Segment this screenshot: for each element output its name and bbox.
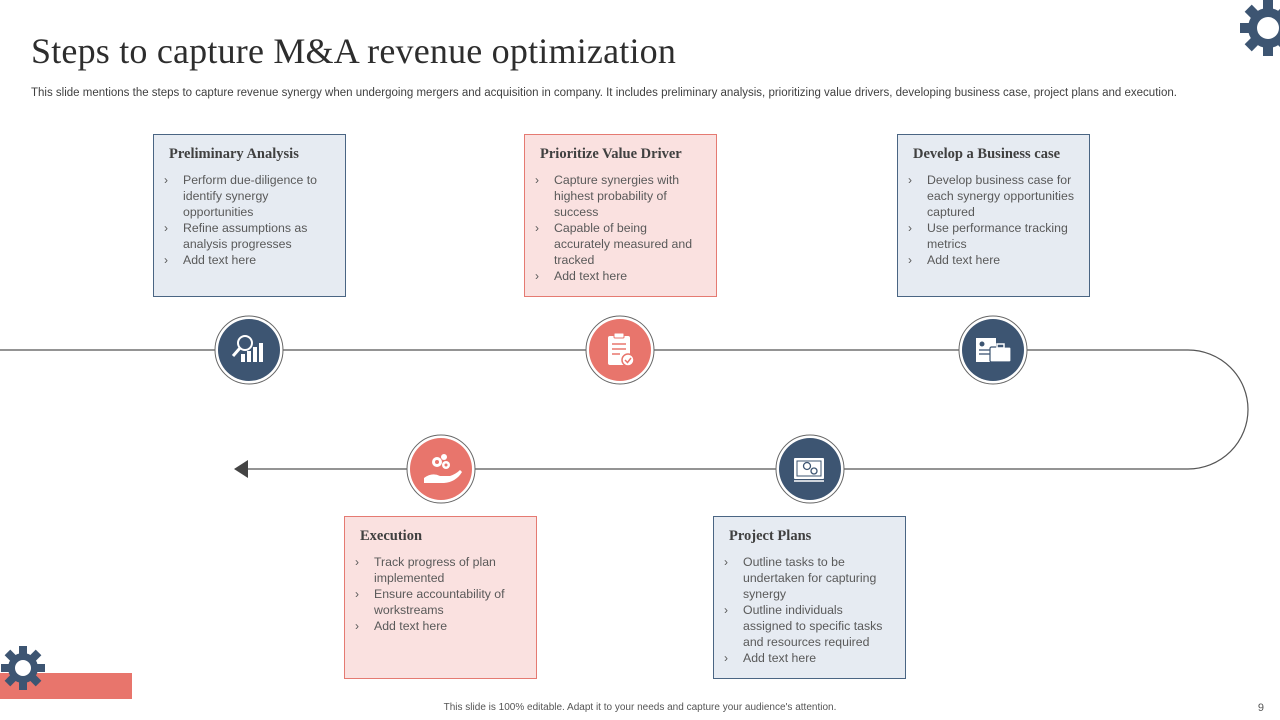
- step-title: Prioritize Value Driver: [540, 146, 682, 162]
- bullet-item: Capable of being accurately measured and…: [535, 220, 706, 268]
- briefcase-document-icon: [976, 338, 1012, 363]
- bullet-item: Develop business case for each synergy o…: [908, 172, 1079, 220]
- step-4-node: [775, 434, 845, 504]
- bullet-item: Use performance tracking metrics: [908, 220, 1079, 252]
- bullet-item: Outline tasks to be undertaken for captu…: [724, 554, 895, 602]
- bullet-item: Add text here: [908, 252, 1079, 268]
- step-card-develop-business-case: Develop a Business case Develop business…: [897, 134, 1090, 297]
- bullet-item: Perform due-diligence to identify synerg…: [164, 172, 335, 220]
- page-title: Steps to capture M&A revenue optimizatio…: [31, 31, 677, 71]
- clipboard-check-icon: [608, 332, 635, 367]
- bullet-item: Outline individuals assigned to specific…: [724, 602, 895, 650]
- step-card-project-plans: Project Plans Outline tasks to be undert…: [713, 516, 906, 679]
- step-bullets: Develop business case for each synergy o…: [908, 172, 1079, 268]
- bullet-item: Add text here: [164, 252, 335, 268]
- step-card-prioritize-value-driver: Prioritize Value Driver Capture synergie…: [524, 134, 717, 297]
- step-title: Execution: [360, 528, 423, 544]
- page-subtitle: This slide mentions the steps to capture…: [31, 87, 1177, 99]
- project-plan-icon: [794, 458, 824, 482]
- step-bullets: Outline tasks to be undertaken for captu…: [724, 554, 895, 666]
- bullet-item: Track progress of plan implemented: [355, 554, 526, 586]
- step-title: Preliminary Analysis: [169, 146, 299, 162]
- footer-note: This slide is 100% editable. Adapt it to…: [443, 702, 837, 713]
- step-2-node: [585, 315, 655, 385]
- step-bullets: Track progress of plan implemented Ensur…: [355, 554, 526, 634]
- timeline-arrowhead: [234, 460, 248, 478]
- step-title: Develop a Business case: [913, 146, 1061, 162]
- bullet-item: Capture synergies with highest probabili…: [535, 172, 706, 220]
- page-number: 9: [1257, 702, 1264, 714]
- bullet-item: Add text here: [355, 618, 526, 634]
- timeline-path: [0, 349, 1249, 470]
- step-card-preliminary-analysis: Preliminary Analysis Perform due-diligen…: [153, 134, 346, 297]
- gear-icon: [1, 646, 45, 690]
- bullet-item: Add text here: [724, 650, 895, 666]
- step-card-execution: Execution Track progress of plan impleme…: [344, 516, 537, 679]
- gear-icon: [1240, 0, 1280, 56]
- bullet-item: Ensure accountability of workstreams: [355, 586, 526, 618]
- step-title: Project Plans: [729, 528, 812, 544]
- hand-gears-icon: [424, 454, 462, 483]
- step-3-node: [958, 315, 1028, 385]
- analytics-magnifier-icon: [231, 335, 263, 362]
- step-bullets: Capture synergies with highest probabili…: [535, 172, 706, 284]
- bullet-item: Refine assumptions as analysis progresse…: [164, 220, 335, 252]
- bullet-item: Add text here: [535, 268, 706, 284]
- step-bullets: Perform due-diligence to identify synerg…: [164, 172, 335, 268]
- step-1-node: [214, 315, 284, 385]
- step-5-node: [406, 434, 476, 504]
